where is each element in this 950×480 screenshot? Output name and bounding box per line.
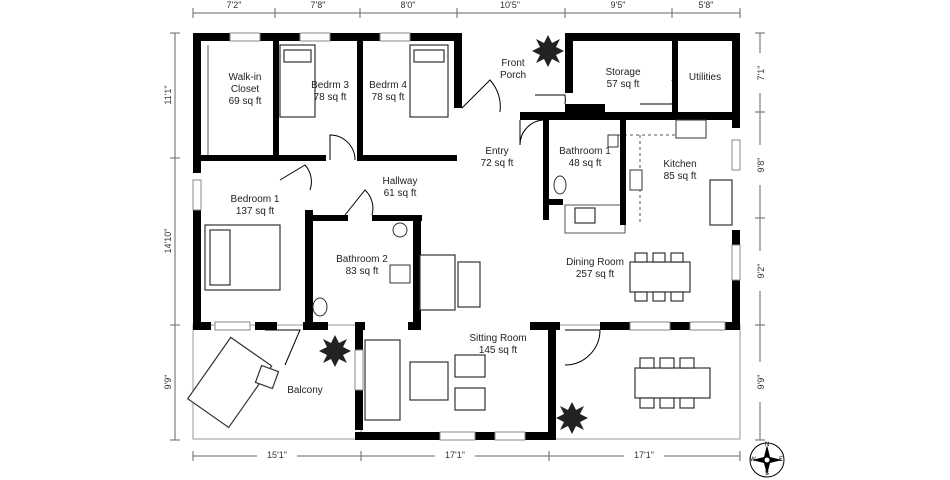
walls: [193, 33, 740, 440]
room-porch-name: Front Porch: [499, 58, 527, 81]
dim-top-5: 9'5": [610, 0, 626, 10]
room-dining: Dining Room 257 sq ft: [555, 257, 635, 281]
room-bath1-area: 48 sq ft: [568, 158, 602, 169]
room-entry-area: 72 sq ft: [480, 158, 514, 169]
room-storage-name: Storage: [605, 67, 641, 78]
room-dining-name: Dining Room: [566, 257, 624, 268]
furniture: [186, 179, 733, 429]
dim-top-4: 10'5": [500, 0, 520, 10]
dim-top-6: 5'8": [698, 0, 714, 10]
room-sitting: Sitting Room 145 sq ft: [458, 333, 538, 357]
dim-left-2: 14'10": [163, 221, 173, 261]
compass-e: E: [779, 457, 784, 463]
room-bedrm4-name: Bedrm 4: [369, 80, 407, 91]
room-hallway-name: Hallway: [382, 176, 418, 187]
room-kitchen: Kitchen 85 sq ft: [655, 159, 705, 183]
room-bedroom1-area: 137 sq ft: [235, 206, 275, 217]
dim-top-2: 7'8": [310, 0, 326, 10]
beds: [204, 44, 449, 291]
dim-right-2: 9'8": [756, 145, 766, 185]
room-kitchen-name: Kitchen: [663, 159, 697, 170]
room-hallway: Hallway 61 sq ft: [370, 176, 430, 200]
room-bath2-name: Bathroom 2: [336, 254, 388, 265]
dim-top-1: 7'2": [226, 0, 242, 10]
compass-rose: [749, 442, 785, 478]
room-entry: Entry 72 sq ft: [472, 146, 522, 170]
room-bedrm4: Bedrm 4 78 sq ft: [363, 80, 413, 104]
room-kitchen-area: 85 sq ft: [663, 171, 697, 182]
compass-w: W: [750, 457, 756, 463]
room-bedrm3-name: Bedrm 3: [311, 80, 349, 91]
room-bathroom-2: Bathroom 2 83 sq ft: [327, 254, 397, 278]
dim-left-1: 11'1": [163, 75, 173, 115]
room-front-porch: Front Porch: [488, 58, 538, 82]
windows: [192, 32, 741, 441]
dim-bottom-2: 17'1": [435, 450, 475, 460]
dim-right-1: 7'1": [756, 53, 766, 93]
door-swings: [265, 79, 676, 366]
plants: [319, 35, 588, 434]
dim-right-4: 9'9": [756, 362, 766, 402]
dim-bottom-3: 17'1": [624, 450, 664, 460]
dim-right-3: 9'2": [756, 251, 766, 291]
room-walkin-area: 69 sq ft: [228, 96, 262, 107]
room-bedrm4-area: 78 sq ft: [371, 92, 405, 103]
room-dining-area: 257 sq ft: [575, 269, 615, 280]
dim-left-3: 9'9": [163, 362, 173, 402]
room-bath2-area: 83 sq ft: [345, 266, 379, 277]
room-bathroom-1: Bathroom 1 48 sq ft: [550, 146, 620, 170]
room-storage-area: 57 sq ft: [606, 79, 640, 90]
room-bedrm3: Bedrm 3 78 sq ft: [305, 80, 355, 104]
dim-top-3: 8'0": [400, 0, 416, 10]
room-balcony: Balcony: [280, 385, 330, 397]
compass-s: S: [765, 471, 770, 477]
room-bedroom-1: Bedroom 1 137 sq ft: [215, 194, 295, 218]
room-sitting-name: Sitting Room: [469, 333, 527, 344]
room-walkin-closet: Walk-in Closet 69 sq ft: [215, 72, 275, 108]
room-bath1-name: Bathroom 1: [559, 146, 611, 157]
room-bedrm3-area: 78 sq ft: [313, 92, 347, 103]
room-walkin-name: Walk-in Closet: [228, 72, 262, 95]
room-storage: Storage 57 sq ft: [593, 67, 653, 91]
room-utilities-name: Utilities: [688, 72, 722, 83]
dim-bottom-1: 15'1": [257, 450, 297, 460]
compass-n: N: [765, 442, 770, 448]
room-entry-name: Entry: [485, 146, 509, 157]
room-utilities: Utilities: [680, 72, 730, 84]
room-bedroom1-name: Bedroom 1: [230, 194, 280, 205]
room-sitting-area: 145 sq ft: [478, 345, 518, 356]
room-balcony-name: Balcony: [287, 385, 323, 396]
room-hallway-area: 61 sq ft: [383, 188, 417, 199]
fixtures: [312, 119, 707, 317]
